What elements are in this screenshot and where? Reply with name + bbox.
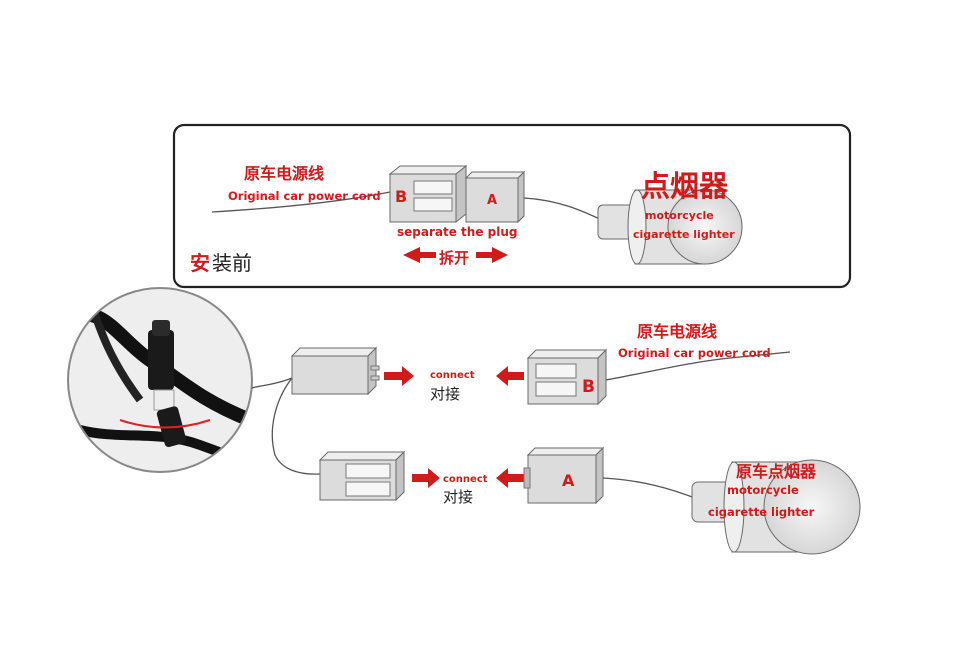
arrow-right-icon [476, 247, 508, 263]
lighter-wire-after [602, 477, 701, 501]
lighter-after-label-cn: 原车点烟器 [736, 462, 817, 481]
panel-title-rest: 装前 [212, 251, 252, 275]
lighter-after-label-en-2: cigarette lighter [708, 505, 815, 519]
power-cord-after-label-cn: 原车电源线 [637, 322, 717, 341]
plug-a-after: A [523, 446, 605, 505]
arrow-left-icon [496, 468, 524, 488]
plug-a: A [464, 170, 526, 224]
arrow-left-icon [403, 247, 436, 263]
connect-label-cn-2: 对接 [443, 488, 473, 506]
arrow-right-icon [412, 468, 440, 488]
power-cord-wire-after [605, 351, 791, 381]
harness-connector-bottom [318, 450, 406, 502]
lighter-label-en-2: cigarette lighter [633, 228, 735, 241]
power-cord-label-cn: 原车电源线 [244, 164, 324, 183]
plug-b-after-label: B [582, 377, 595, 397]
cigarette-lighter [597, 189, 743, 265]
separate-label-cn: 拆开 [439, 249, 469, 267]
arrow-right-icon [384, 366, 414, 386]
connect-label-cn-1: 对接 [430, 385, 460, 403]
before-installation-panel: 原车电源线 Original car power cord B A 点烟器 [172, 123, 852, 289]
panel-title-prefix: 安 [190, 251, 210, 275]
connect-label-en-1: connect [430, 370, 475, 381]
plug-b-after: B [526, 348, 608, 406]
lighter-after-label-en-1: motorcycle [727, 483, 799, 497]
connect-label-en-2: connect [443, 474, 488, 485]
plug-a-after-label: A [562, 471, 575, 490]
plug-b: B [388, 164, 468, 224]
arrow-left-icon [496, 366, 524, 386]
connector-photo [67, 287, 253, 473]
lighter-label-cn: 点烟器 [641, 169, 729, 203]
harness-wire-bottom [271, 377, 321, 475]
cigarette-lighter-after [691, 459, 861, 555]
harness-wire-top [251, 377, 293, 389]
harness-connector-top [290, 346, 380, 396]
plug-a-label: A [487, 193, 497, 208]
power-cord-wire [211, 191, 391, 213]
power-cord-label-en: Original car power cord [228, 189, 381, 203]
separate-label-en: separate the plug [397, 225, 517, 239]
lighter-label-en-1: motorcycle [645, 209, 714, 222]
plug-b-label: B [395, 187, 407, 206]
power-cord-after-label-en: Original car power cord [618, 346, 771, 360]
